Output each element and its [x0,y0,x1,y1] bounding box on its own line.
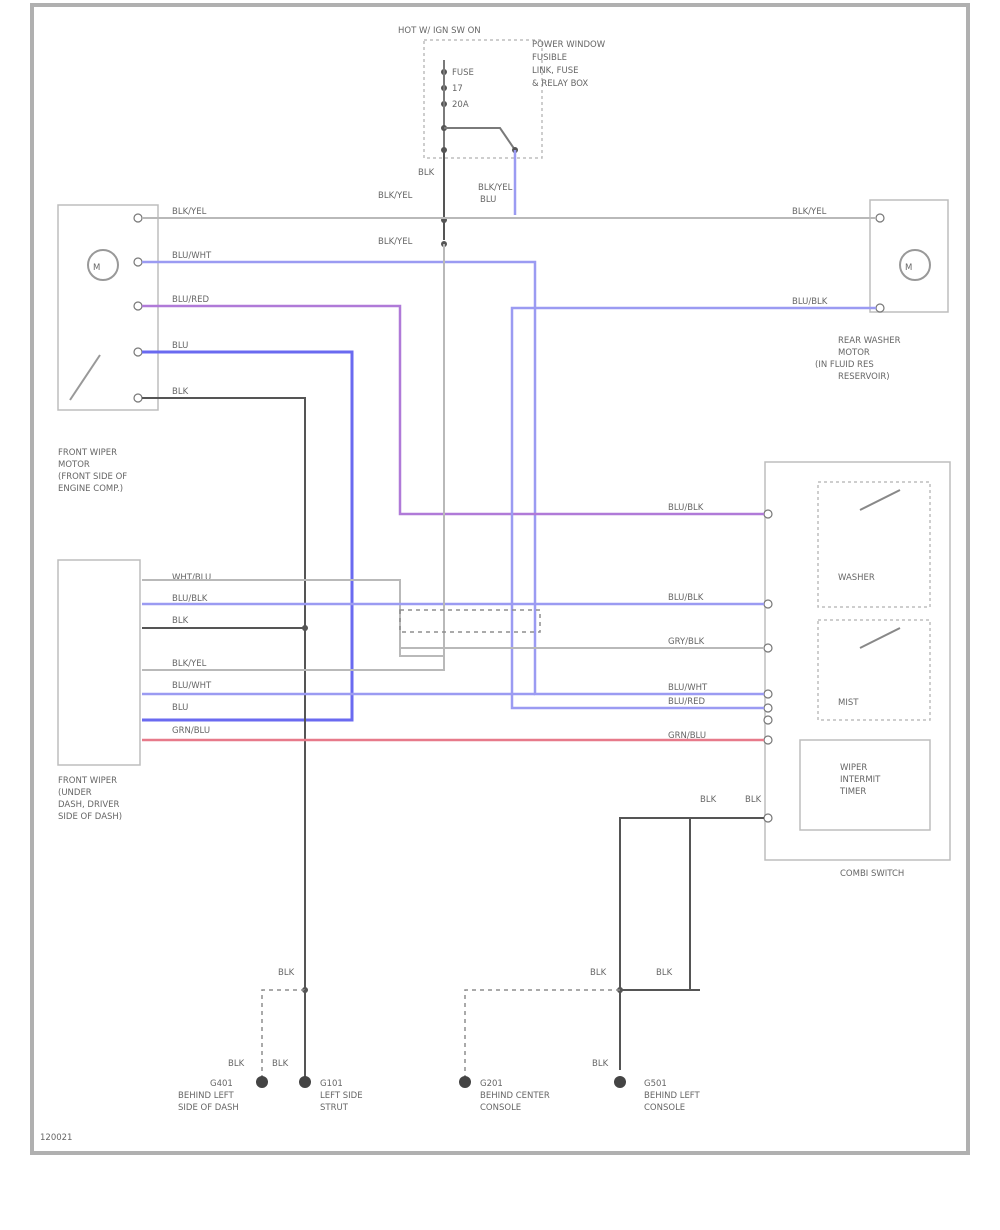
svg-text:BLK: BLK [592,1059,609,1069]
front-wiper-label-1: FRONT WIPER [58,776,117,786]
svg-text:BLU/RED: BLU/RED [172,295,210,305]
svg-text:BEHIND LEFT: BEHIND LEFT [178,1091,235,1101]
svg-text:BLK: BLK [700,795,717,805]
front-wiper-label-2: (UNDER [58,788,92,798]
svg-text:CONSOLE: CONSOLE [480,1103,521,1113]
ground-g501 [614,1076,626,1088]
front-wiper-motor-label-4: ENGINE COMP.) [58,484,123,494]
ground-points: BLK BLK BLK BLK BLK BLK G401 BEHIND LEFT… [178,968,701,1113]
svg-text:BLK: BLK [172,616,189,626]
ground-g401 [256,1076,268,1088]
relay-box-desc-4: & RELAY BOX [532,79,588,89]
svg-text:BLK: BLK [418,168,435,178]
svg-text:BLK/YEL: BLK/YEL [172,207,207,217]
ground-g201 [459,1076,471,1088]
intermit-label-2: INTERMIT [840,775,881,785]
washer-label: WASHER [838,573,875,583]
front-wiper-label-3: DASH, DRIVER [58,800,120,810]
fuse-relay-box: HOT W/ IGN SW ON POWER WINDOW FUSIBLE LI… [378,26,606,247]
svg-text:BLU/RED: BLU/RED [668,697,706,707]
svg-text:BLK/YEL: BLK/YEL [378,237,413,247]
combi-switch-label: COMBI SWITCH [840,869,904,879]
svg-text:STRUT: STRUT [320,1103,349,1113]
rear-washer-label-3: (IN FLUID RES [815,360,874,370]
corner-code: 120021 [40,1133,72,1143]
relay-box-desc-1: POWER WINDOW [532,40,606,50]
front-wiper-motor-label-3: (FRONT SIDE OF [58,472,127,482]
svg-text:BLU: BLU [172,703,188,713]
front-washer-motor: M FRONT WIPER MOTOR (FRONT SIDE OF ENGIN… [57,204,212,494]
svg-text:G501: G501 [644,1079,667,1089]
rear-washer-label-4: RESERVOIR) [838,372,890,382]
svg-text:BLU/WHT: BLU/WHT [172,681,212,691]
svg-text:BLU/WHT: BLU/WHT [172,251,212,261]
svg-text:G201: G201 [480,1079,503,1089]
svg-text:BLU/BLK: BLU/BLK [668,503,704,513]
svg-text:SIDE OF DASH: SIDE OF DASH [178,1103,239,1113]
rear-washer-label-2: MOTOR [838,348,870,358]
svg-text:GRY/BLK: GRY/BLK [668,637,705,647]
relay-box-desc-3: LINK, FUSE [532,66,578,76]
front-wiper-label-4: SIDE OF DASH) [58,812,122,822]
svg-text:BLU/BLK: BLU/BLK [172,594,208,604]
svg-text:17: 17 [452,84,463,94]
svg-text:BLK: BLK [272,1059,289,1069]
mist-label: MIST [838,698,859,708]
svg-text:BLU: BLU [172,341,188,351]
svg-text:BLK: BLK [590,968,607,978]
svg-text:BLK: BLK [228,1059,245,1069]
top-hot-label: HOT W/ IGN SW ON [398,26,481,36]
front-wiper-unit: WHT/BLU BLU/BLK BLK BLK/YEL BLU/WHT BLU … [57,559,212,822]
diagram-frame [30,3,970,1155]
svg-text:BEHIND LEFT: BEHIND LEFT [644,1091,701,1101]
svg-text:BLU/WHT: BLU/WHT [668,683,708,693]
relay-box-desc-2: FUSIBLE [532,53,567,63]
svg-text:20A: 20A [452,100,469,110]
svg-text:BLK: BLK [656,968,673,978]
svg-text:G101: G101 [320,1079,343,1089]
svg-text:BLU/BLK: BLU/BLK [792,297,828,307]
combination-switch: WASHER MIST WIPER INTERMIT TIMER COMBI S… [668,461,951,879]
svg-text:G401: G401 [210,1079,233,1089]
svg-text:BLU/BLK: BLU/BLK [668,593,704,603]
svg-text:BLU: BLU [480,195,496,205]
rear-washer-label-1: REAR WASHER [838,336,901,346]
svg-text:BEHIND CENTER: BEHIND CENTER [480,1091,550,1101]
svg-text:BLK/YEL: BLK/YEL [172,659,207,669]
ground-g101 [299,1076,311,1088]
rear-washer-motor: M BLK/YEL BLU/BLK REAR WASHER MOTOR (IN … [792,199,949,382]
svg-text:M: M [93,263,100,273]
svg-text:BLK: BLK [172,387,189,397]
svg-text:BLK/YEL: BLK/YEL [478,183,513,193]
svg-text:BLK/YEL: BLK/YEL [378,191,413,201]
svg-text:LEFT SIDE: LEFT SIDE [320,1091,363,1101]
wiring-runs [142,217,876,1080]
front-wiper-motor-label-2: MOTOR [58,460,90,470]
svg-text:GRN/BLU: GRN/BLU [668,731,706,741]
svg-text:CONSOLE: CONSOLE [644,1103,685,1113]
svg-text:GRN/BLU: GRN/BLU [172,726,210,736]
svg-text:BLK: BLK [745,795,762,805]
svg-text:M: M [905,263,912,273]
front-wiper-motor-label-1: FRONT WIPER [58,448,117,458]
svg-text:WHT/BLU: WHT/BLU [172,573,211,583]
svg-text:BLK: BLK [278,968,295,978]
intermit-label-1: WIPER [840,763,867,773]
intermit-label-3: TIMER [839,787,866,797]
svg-text:FUSE: FUSE [452,68,474,78]
svg-text:BLK/YEL: BLK/YEL [792,207,827,217]
